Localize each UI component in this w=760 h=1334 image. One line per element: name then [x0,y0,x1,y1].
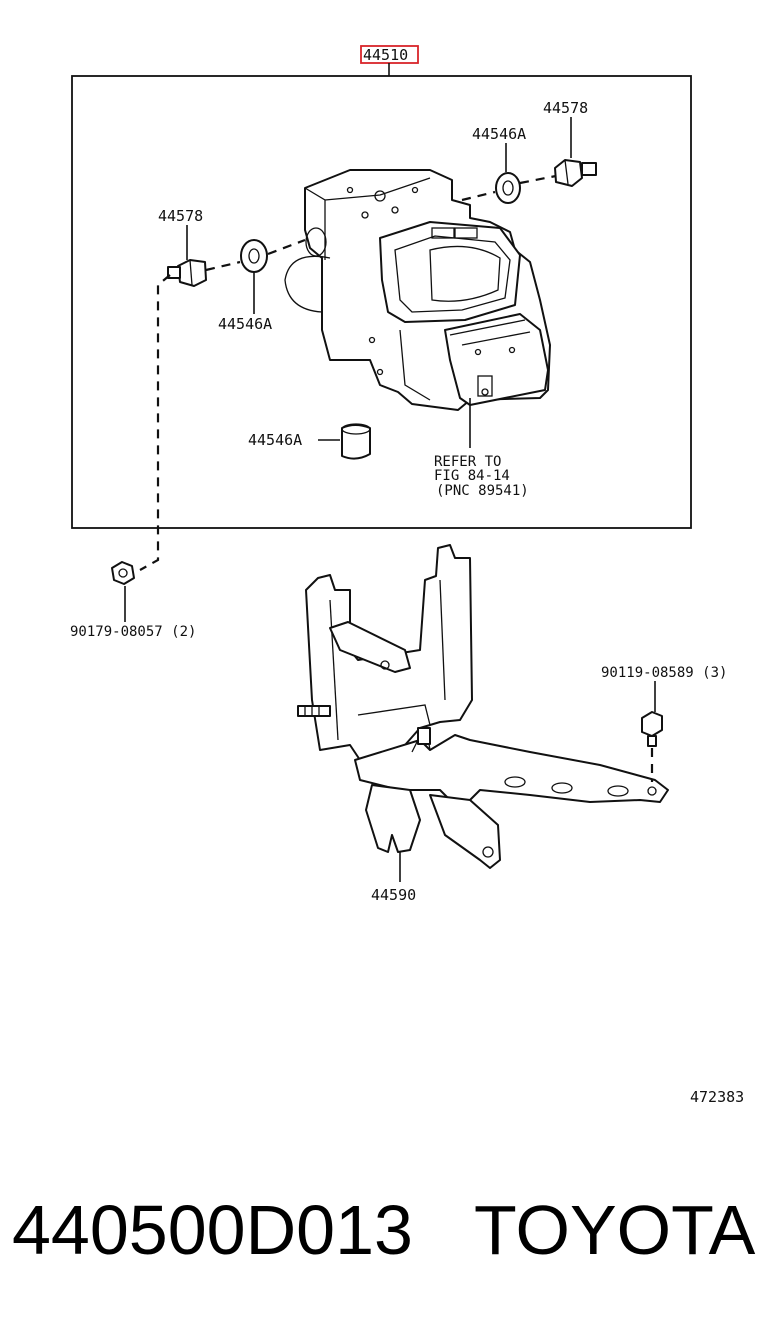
dash-to-nut [139,274,171,571]
label-bolt-top-right[interactable]: 44578 [543,99,588,117]
dash-left-to-unit [267,238,306,256]
cushion-bottom[interactable] [341,423,371,460]
refer-line-1: REFER TO [434,454,501,470]
refer-line-2: FIG 84-14 [434,468,510,484]
bolt-right[interactable] [641,711,663,747]
assembly-frame [71,75,692,529]
bracket[interactable] [297,544,669,869]
dash-top-right [519,174,557,185]
cushion-left[interactable] [240,239,268,273]
illustration-code: 472383 [690,1088,744,1106]
cushion-top-right[interactable] [495,172,521,204]
footer-part-number: 440500D013 [12,1191,413,1269]
label-bolt-right[interactable]: 90119-08589 (3) [601,665,727,681]
dash-left-upper [205,260,241,272]
label-cushion-bottom[interactable]: 44546A [248,431,302,449]
label-cushion-left[interactable]: 44546A [218,315,272,333]
bolt-left[interactable] [167,259,207,287]
bolt-top-right[interactable] [554,159,597,187]
label-nut-left[interactable]: 90179-08057 (2) [70,624,196,640]
label-bolt-left[interactable]: 44578 [158,207,203,225]
label-bracket[interactable]: 44590 [371,886,416,904]
dash-top-right-2 [461,190,496,202]
abs-actuator-unit[interactable] [284,169,551,411]
label-cushion-top-right[interactable]: 44546A [472,125,526,143]
nut-left[interactable] [111,561,135,585]
refer-line-3: (PNC 89541) [436,483,529,499]
footer-brand: TOYOTA [474,1191,756,1269]
label-assembly[interactable]: 44510 [363,46,408,64]
